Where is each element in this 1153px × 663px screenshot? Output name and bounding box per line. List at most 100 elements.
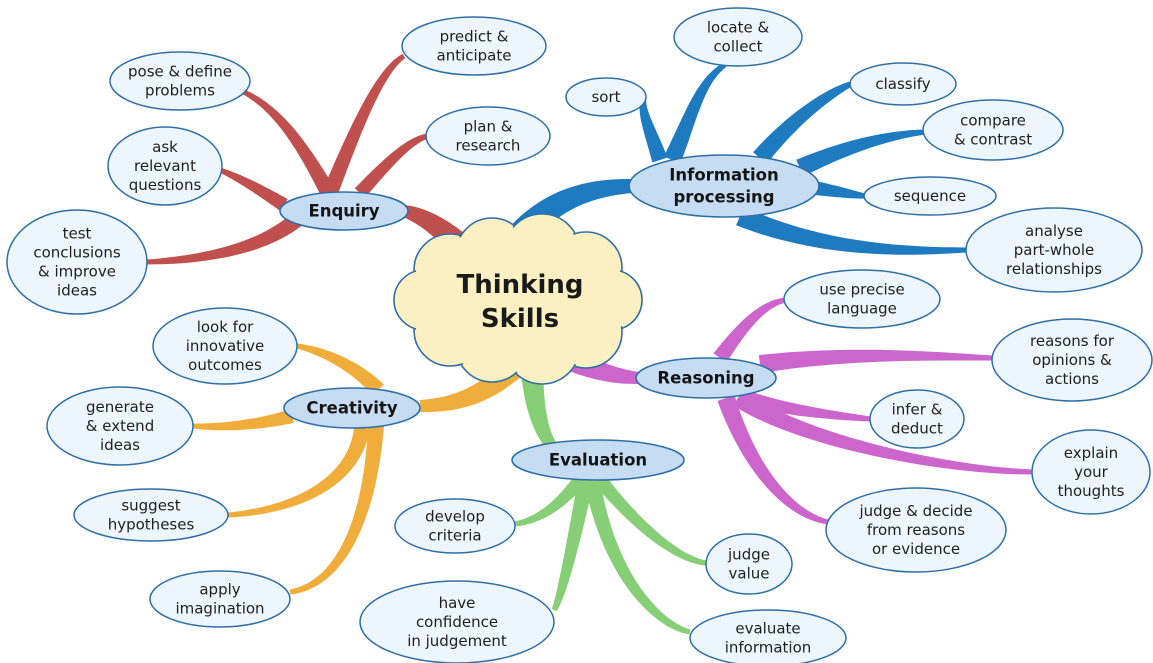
- classify-leaf-node: [849, 62, 957, 106]
- confidence-leaf-label: in judgement: [407, 632, 507, 650]
- reasoning-branch-label: Reasoning: [657, 369, 754, 388]
- ask-leaf-label: questions: [129, 176, 202, 194]
- creativity-branch-label: Creativity: [306, 399, 397, 418]
- imagination-leaf-label: apply: [199, 581, 240, 599]
- locate-leaf-label: collect: [713, 38, 762, 56]
- analyse-leaf-label: analyse: [1025, 222, 1083, 240]
- pose-leaf-node: [109, 51, 251, 111]
- judge_decide-leaf-label: or evidence: [872, 540, 960, 558]
- precise-connector: [713, 297, 786, 363]
- hypotheses-leaf-node: [73, 488, 229, 542]
- locate-connector: [663, 62, 727, 164]
- ask-leaf-label: ask: [152, 138, 178, 156]
- infer-leaf-label: deduct: [891, 420, 943, 438]
- explain-leaf-label: your: [1074, 463, 1109, 481]
- creativity-branch-node: [283, 387, 421, 429]
- test-leaf-label: ideas: [57, 282, 97, 300]
- evaluate_info-leaf-label: information: [725, 639, 812, 657]
- precise-leaf-label: language: [827, 300, 897, 318]
- reasons-leaf-label: actions: [1045, 370, 1099, 388]
- pose-leaf-label: pose & define: [128, 63, 232, 81]
- explain-connector: [733, 390, 1033, 475]
- innovative-leaf-node: [152, 307, 298, 385]
- imagination-connector: [289, 425, 384, 595]
- predict-leaf-node: [401, 16, 547, 76]
- plan-connector: [354, 133, 429, 198]
- infer-leaf-node: [869, 389, 965, 449]
- hypotheses-connector: [227, 426, 370, 518]
- judge_decide-connector: [717, 395, 829, 525]
- pose-leaf-label: problems: [145, 82, 215, 100]
- imagination-leaf-node: [149, 570, 291, 628]
- predict-leaf-label: anticipate: [437, 47, 512, 65]
- analyse-leaf-node: [965, 207, 1143, 293]
- explain-leaf-node: [1031, 429, 1151, 515]
- center-title: Skills: [481, 304, 559, 334]
- predict-connector: [320, 53, 406, 202]
- reasons-leaf-label: opinions &: [1032, 351, 1112, 369]
- sequence-leaf-label: sequence: [894, 187, 966, 205]
- judge_value-leaf-node: [705, 533, 793, 595]
- innovative-leaf-label: look for: [197, 318, 254, 336]
- enquiry-branch-label: Enquiry: [308, 202, 379, 221]
- locate-leaf-node: [673, 7, 803, 67]
- plan-leaf-label: plan &: [464, 118, 513, 136]
- classify-leaf-label: classify: [875, 75, 930, 93]
- generate-leaf-label: ideas: [100, 436, 140, 454]
- test-leaf-label: conclusions: [33, 244, 121, 262]
- hypotheses-leaf-label: hypotheses: [108, 516, 195, 534]
- evaluate_info-leaf-node: [689, 609, 847, 663]
- enquiry-branch-node: [279, 191, 409, 231]
- evaluation-branch-node: [511, 439, 685, 481]
- test-leaf-node: [6, 209, 148, 315]
- innovative-leaf-label: innovative: [186, 337, 265, 355]
- generate-connector: [192, 409, 294, 431]
- confidence-connector: [551, 478, 594, 612]
- judge_value-connector: [594, 475, 707, 566]
- precise-leaf-label: use precise: [819, 281, 904, 299]
- analyse-leaf-label: relationships: [1006, 260, 1102, 278]
- plan-leaf-label: research: [456, 137, 521, 155]
- classify-connector: [753, 81, 852, 164]
- criteria-leaf-node: [394, 498, 516, 554]
- criteria-connector: [514, 475, 586, 527]
- reasons-leaf-node: [991, 318, 1153, 402]
- sort-leaf-node: [565, 77, 647, 117]
- innovative-leaf-label: outcomes: [188, 356, 262, 374]
- reasons-leaf-label: reasons for: [1030, 332, 1115, 350]
- confidence-leaf-node: [359, 580, 555, 663]
- innovative-connector: [296, 343, 384, 396]
- generate-leaf-node: [46, 386, 194, 466]
- sort-connector: [639, 97, 668, 163]
- test-leaf-label: test: [63, 225, 92, 243]
- ask-connector: [219, 167, 288, 211]
- compare-leaf-node: [922, 99, 1064, 161]
- evaluate_info-leaf-label: evaluate: [735, 620, 800, 638]
- information-branch-label: processing: [673, 188, 774, 207]
- reasons-connector: [758, 349, 993, 373]
- confidence-leaf-label: have: [439, 594, 476, 612]
- judge_decide-leaf-node: [825, 487, 1007, 573]
- plan-leaf-node: [425, 106, 551, 166]
- compare-leaf-label: & contrast: [954, 131, 1032, 149]
- infer-connector: [737, 388, 871, 422]
- information-branch-label: Information: [669, 166, 779, 185]
- evaluate_info-connector: [584, 478, 691, 635]
- compare-leaf-label: compare: [960, 112, 1026, 130]
- center-node-thinking-skills: [393, 213, 643, 385]
- infer-leaf-label: infer &: [892, 401, 943, 419]
- ask-leaf-node: [107, 126, 223, 206]
- reasoning-branch-node: [635, 357, 777, 399]
- criteria-leaf-label: criteria: [428, 527, 481, 545]
- sort-leaf-label: sort: [591, 88, 620, 106]
- sequence-connector: [813, 181, 866, 199]
- generate-leaf-label: & extend: [86, 417, 154, 435]
- test-connector: [146, 213, 302, 265]
- ask-leaf-label: relevant: [134, 157, 196, 175]
- judge_value-leaf-label: judge: [727, 546, 770, 564]
- judge_value-leaf-label: value: [729, 565, 770, 583]
- precise-leaf-node: [783, 269, 941, 329]
- explain-leaf-label: thoughts: [1058, 482, 1125, 500]
